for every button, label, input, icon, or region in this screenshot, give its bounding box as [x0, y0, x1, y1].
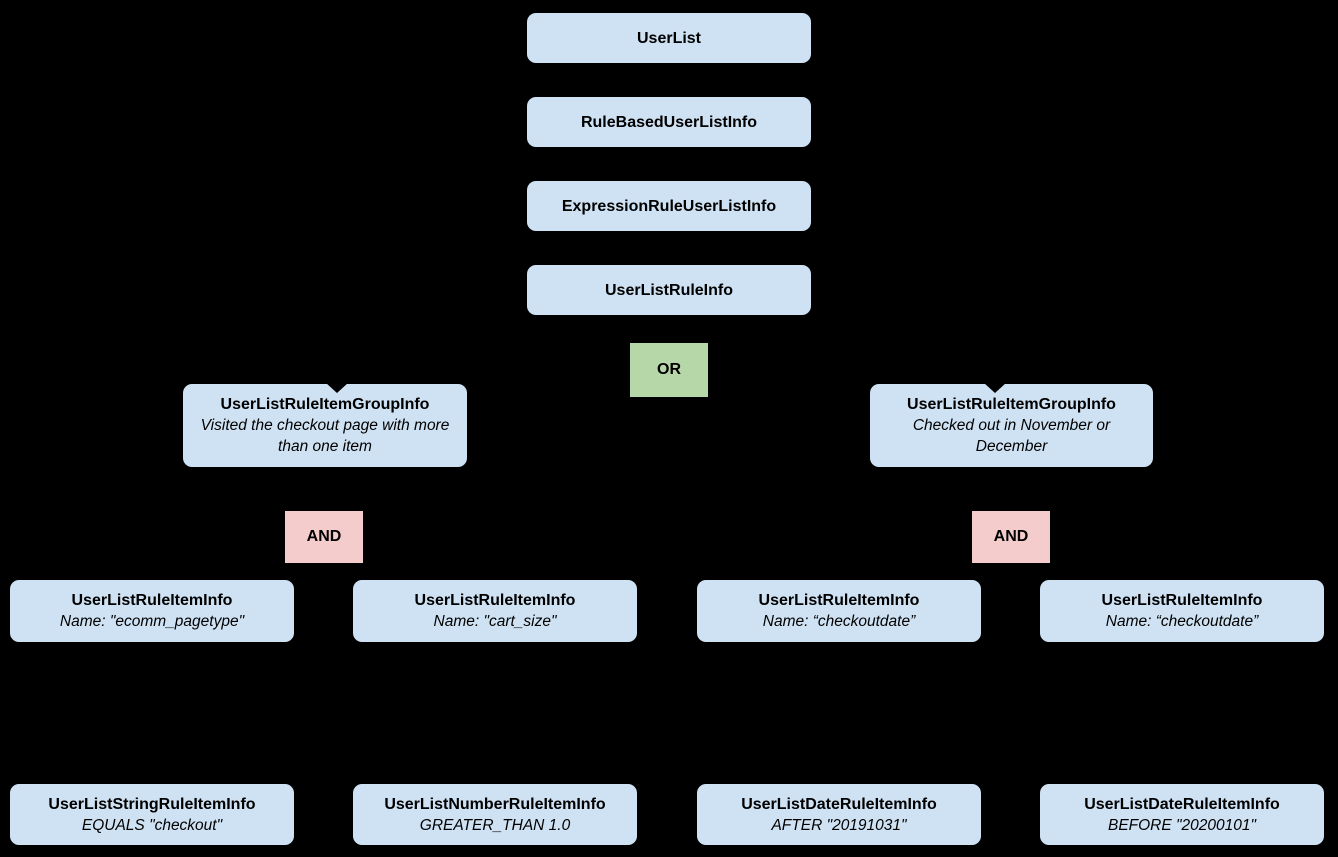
node-userlist: UserList — [527, 13, 811, 63]
node-label: UserListDateRuleItemInfo — [741, 795, 937, 813]
operator-and-left: AND — [285, 511, 363, 563]
node-description: AFTER "20191031" — [771, 816, 907, 834]
node-description: BEFORE "20200101" — [1107, 816, 1256, 834]
node-label: UserListNumberRuleItemInfo — [384, 795, 606, 813]
node-description: Name: "cart_size" — [433, 613, 557, 630]
node-label: UserListRuleItemInfo — [414, 592, 576, 609]
operator-and-right: AND — [972, 511, 1050, 563]
node-ruleitem-checkoutdate-2: UserListRuleItemInfo Name: “checkoutdate… — [1040, 580, 1324, 642]
node-ruleitemgroup-left: UserListRuleItemGroupInfo Visited the ch… — [183, 384, 467, 467]
node-description: Name: “checkoutdate” — [762, 613, 916, 630]
node-label: UserListStringRuleItemInfo — [48, 795, 256, 813]
node-label: UserListRuleItemGroupInfo — [220, 396, 430, 413]
node-ruleitem-ecomm-pagetype: UserListRuleItemInfo Name: "ecomm_pagety… — [10, 580, 294, 642]
node-ruleitem-checkoutdate-1: UserListRuleItemInfo Name: “checkoutdate… — [697, 580, 981, 642]
operator-label: AND — [306, 528, 342, 545]
node-expressionruleuserlistinfo: ExpressionRuleUserListInfo — [527, 181, 811, 231]
node-description: Checked out in November or December — [912, 417, 1111, 455]
node-label: UserListDateRuleItemInfo — [1084, 795, 1280, 813]
node-description: Name: "ecomm_pagetype" — [59, 613, 245, 630]
node-ruleitem-cart-size: UserListRuleItemInfo Name: "cart_size" — [353, 580, 637, 642]
node-description: GREATER_THAN 1.0 — [419, 816, 571, 834]
node-label: UserListRuleItemInfo — [758, 592, 920, 609]
node-rulebaseduserlistinfo: RuleBasedUserListInfo — [527, 97, 811, 147]
node-label: ExpressionRuleUserListInfo — [561, 197, 777, 215]
node-dateruleitem-after: UserListDateRuleItemInfo AFTER "20191031… — [697, 784, 981, 845]
node-stringruleitem: UserListStringRuleItemInfo EQUALS "check… — [10, 784, 294, 845]
operator-or: OR — [630, 343, 708, 397]
node-description: EQUALS "checkout" — [81, 816, 223, 834]
node-label: UserListRuleItemInfo — [71, 592, 233, 609]
node-description: Name: “checkoutdate” — [1105, 613, 1259, 630]
arrowhead-icon — [984, 383, 1006, 393]
operator-label: AND — [993, 528, 1029, 545]
node-label: UserListRuleItemInfo — [1101, 592, 1263, 609]
node-label: UserListRuleItemGroupInfo — [907, 396, 1116, 413]
node-label: UserList — [636, 29, 702, 47]
node-dateruleitem-before: UserListDateRuleItemInfo BEFORE "2020010… — [1040, 784, 1324, 845]
node-numberruleitem: UserListNumberRuleItemInfo GREATER_THAN … — [353, 784, 637, 845]
node-userlistruleinfo: UserListRuleInfo — [527, 265, 811, 315]
node-description: Visited the checkout page with more than… — [200, 417, 450, 455]
arrowhead-icon — [326, 383, 348, 393]
operator-label: OR — [657, 361, 681, 378]
node-label: RuleBasedUserListInfo — [580, 113, 758, 131]
node-label: UserListRuleInfo — [604, 281, 733, 299]
node-ruleitemgroup-right: UserListRuleItemGroupInfo Checked out in… — [870, 384, 1153, 467]
